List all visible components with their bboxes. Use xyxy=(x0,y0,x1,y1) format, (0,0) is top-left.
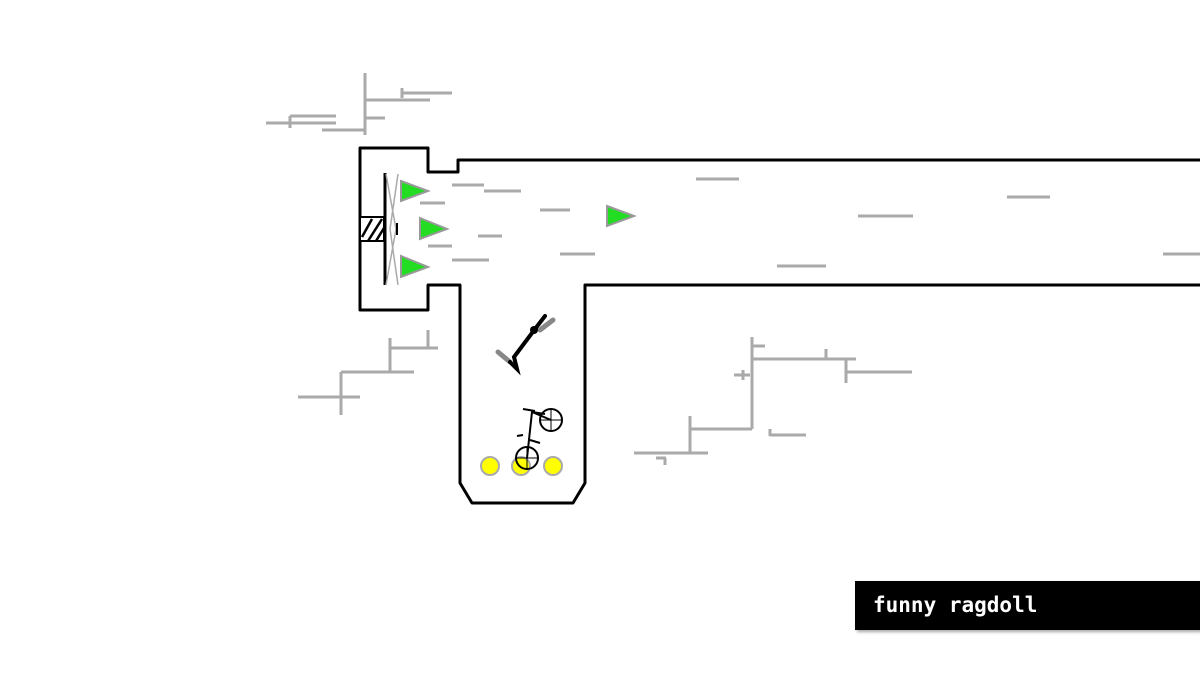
caption-text: funny ragdoll xyxy=(873,593,1038,617)
goal-icon xyxy=(543,456,563,476)
track-outline xyxy=(358,146,1200,505)
scenery-lines xyxy=(266,73,1200,465)
boost-icon xyxy=(606,204,637,228)
ragdoll-rider xyxy=(495,314,556,376)
rear-wheel-icon xyxy=(515,446,539,470)
goal-targets xyxy=(480,456,563,476)
caption-banner: funny ragdoll xyxy=(855,581,1200,630)
launcher xyxy=(359,173,399,286)
goal-icon xyxy=(480,456,500,476)
bmx-bike xyxy=(515,408,563,470)
boost-icon xyxy=(419,216,450,241)
boost-icon xyxy=(400,254,431,279)
boost-arrows xyxy=(400,179,637,279)
boost-icon xyxy=(400,179,431,203)
front-wheel-icon xyxy=(539,408,563,432)
